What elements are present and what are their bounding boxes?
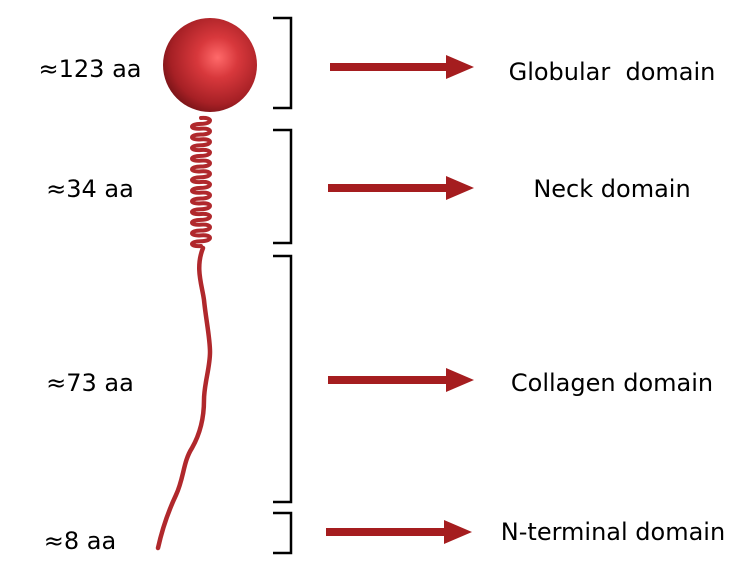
arrow-globular bbox=[330, 55, 474, 79]
bracket-globular bbox=[273, 18, 291, 108]
neck-coil bbox=[192, 118, 210, 246]
length-label-n-terminal: ≈8 aa bbox=[10, 527, 150, 555]
bracket-collagen bbox=[273, 256, 291, 502]
arrow-neck bbox=[328, 176, 474, 200]
domain-label-globular: Globular domain bbox=[477, 58, 747, 86]
domain-label-collagen: Collagen domain bbox=[477, 369, 747, 397]
bracket-neck bbox=[273, 130, 291, 243]
domain-label-neck: Neck domain bbox=[477, 175, 747, 203]
arrow-collagen bbox=[328, 368, 474, 392]
domain-label-n-terminal: N-terminal domain bbox=[478, 518, 748, 546]
neck-coil-path bbox=[192, 118, 210, 246]
bracket-n-terminal bbox=[273, 513, 291, 553]
length-label-collagen: ≈73 aa bbox=[20, 369, 160, 397]
length-label-globular: ≈123 aa bbox=[20, 55, 160, 83]
globular-head bbox=[163, 18, 257, 112]
length-label-neck: ≈34 aa bbox=[20, 175, 160, 203]
arrow-n-terminal bbox=[326, 520, 472, 544]
collagen-strand bbox=[158, 248, 210, 548]
